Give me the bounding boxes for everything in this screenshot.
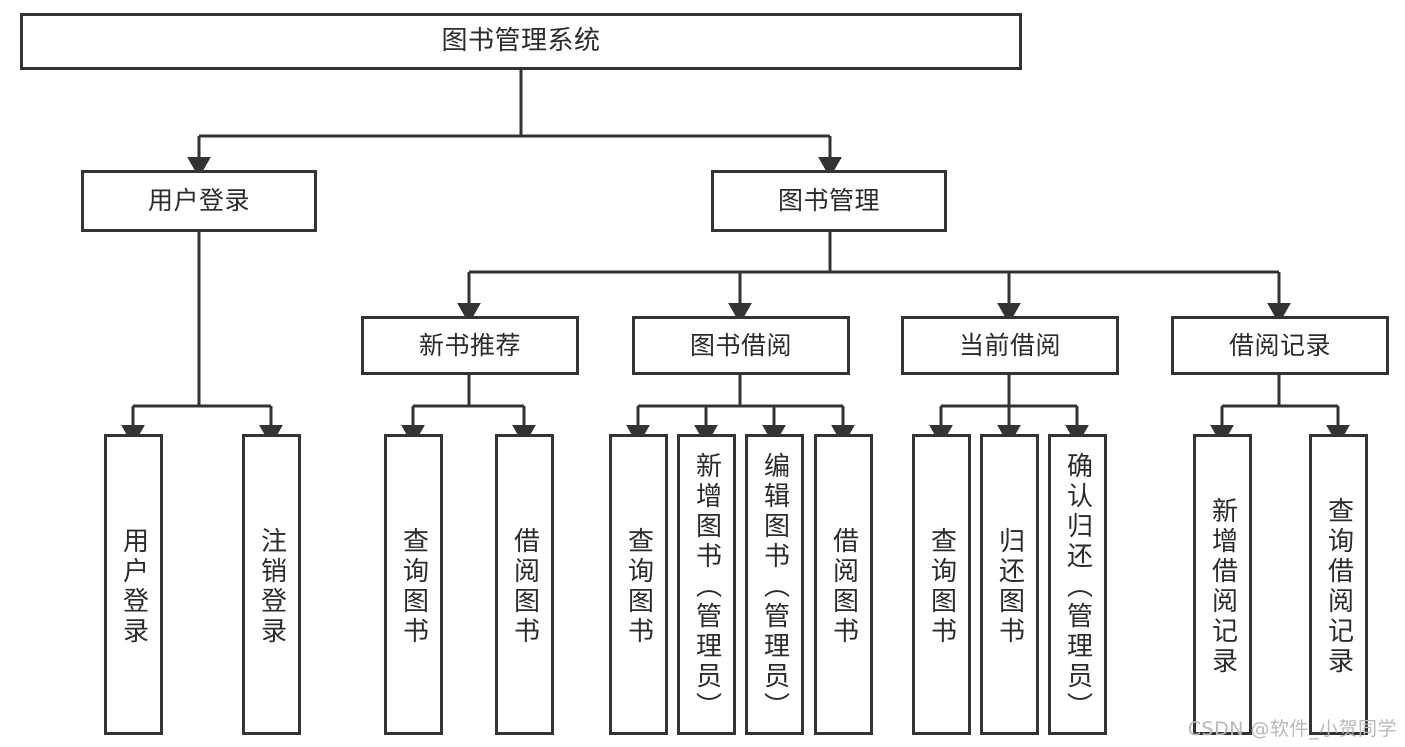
node-label: 查询图书 (398, 526, 429, 647)
node-label: 图书借阅 (689, 330, 792, 360)
node-label: 借阅图书 (828, 526, 859, 647)
node-label: 查询图书 (623, 526, 654, 647)
leaf-return-book[interactable]: 归还图书 (980, 434, 1039, 735)
leaf-borrow-book-recommend[interactable]: 借阅图书 (495, 434, 554, 735)
node-label: 新增图书（管理员） (691, 451, 722, 722)
leaf-logout[interactable]: 注销登录 (242, 434, 301, 735)
leaf-query-book-borrow[interactable]: 查询图书 (609, 434, 668, 735)
leaf-user-login[interactable]: 用户登录 (104, 434, 163, 735)
node-label: 新书推荐 (418, 330, 521, 360)
node-label: 图书管理 (777, 186, 880, 216)
node-label: 编辑图书（管理员） (759, 451, 790, 722)
node-user-login[interactable]: 用户登录 (81, 170, 317, 232)
node-current-borrow[interactable]: 当前借阅 (901, 316, 1119, 375)
node-label: 借阅记录 (1228, 330, 1331, 360)
node-label: 查询借阅记录 (1323, 496, 1354, 677)
leaf-borrow-book-borrow[interactable]: 借阅图书 (814, 434, 873, 735)
leaf-edit-book-admin[interactable]: 编辑图书（管理员） (745, 434, 804, 735)
node-label: 注销登录 (256, 526, 287, 647)
node-label: 新增借阅记录 (1207, 496, 1238, 677)
leaf-query-book-current[interactable]: 查询图书 (912, 434, 971, 735)
node-label: 用户登录 (118, 526, 149, 647)
node-label: 当前借阅 (958, 330, 1061, 360)
node-book-borrow[interactable]: 图书借阅 (632, 316, 850, 375)
node-new-book-recommend[interactable]: 新书推荐 (361, 316, 579, 375)
node-label: 图书管理系统 (441, 26, 601, 57)
node-borrow-record[interactable]: 借阅记录 (1171, 316, 1389, 375)
leaf-add-book-admin[interactable]: 新增图书（管理员） (677, 434, 736, 735)
node-label: 用户登录 (147, 186, 250, 216)
node-book-management[interactable]: 图书管理 (711, 170, 947, 232)
node-label: 借阅图书 (509, 526, 540, 647)
node-label: 查询图书 (926, 526, 957, 647)
node-system-root[interactable]: 图书管理系统 (20, 13, 1022, 70)
leaf-confirm-return-admin[interactable]: 确认归还（管理员） (1048, 434, 1107, 735)
node-label: 确认归还（管理员） (1062, 451, 1093, 722)
leaf-query-borrow-record[interactable]: 查询借阅记录 (1309, 434, 1368, 735)
node-label: 归还图书 (994, 526, 1025, 647)
leaf-add-borrow-record[interactable]: 新增借阅记录 (1193, 434, 1252, 735)
csdn-watermark: CSDN @软件_小贺同学 (1187, 718, 1397, 740)
leaf-query-book-recommend[interactable]: 查询图书 (384, 434, 443, 735)
